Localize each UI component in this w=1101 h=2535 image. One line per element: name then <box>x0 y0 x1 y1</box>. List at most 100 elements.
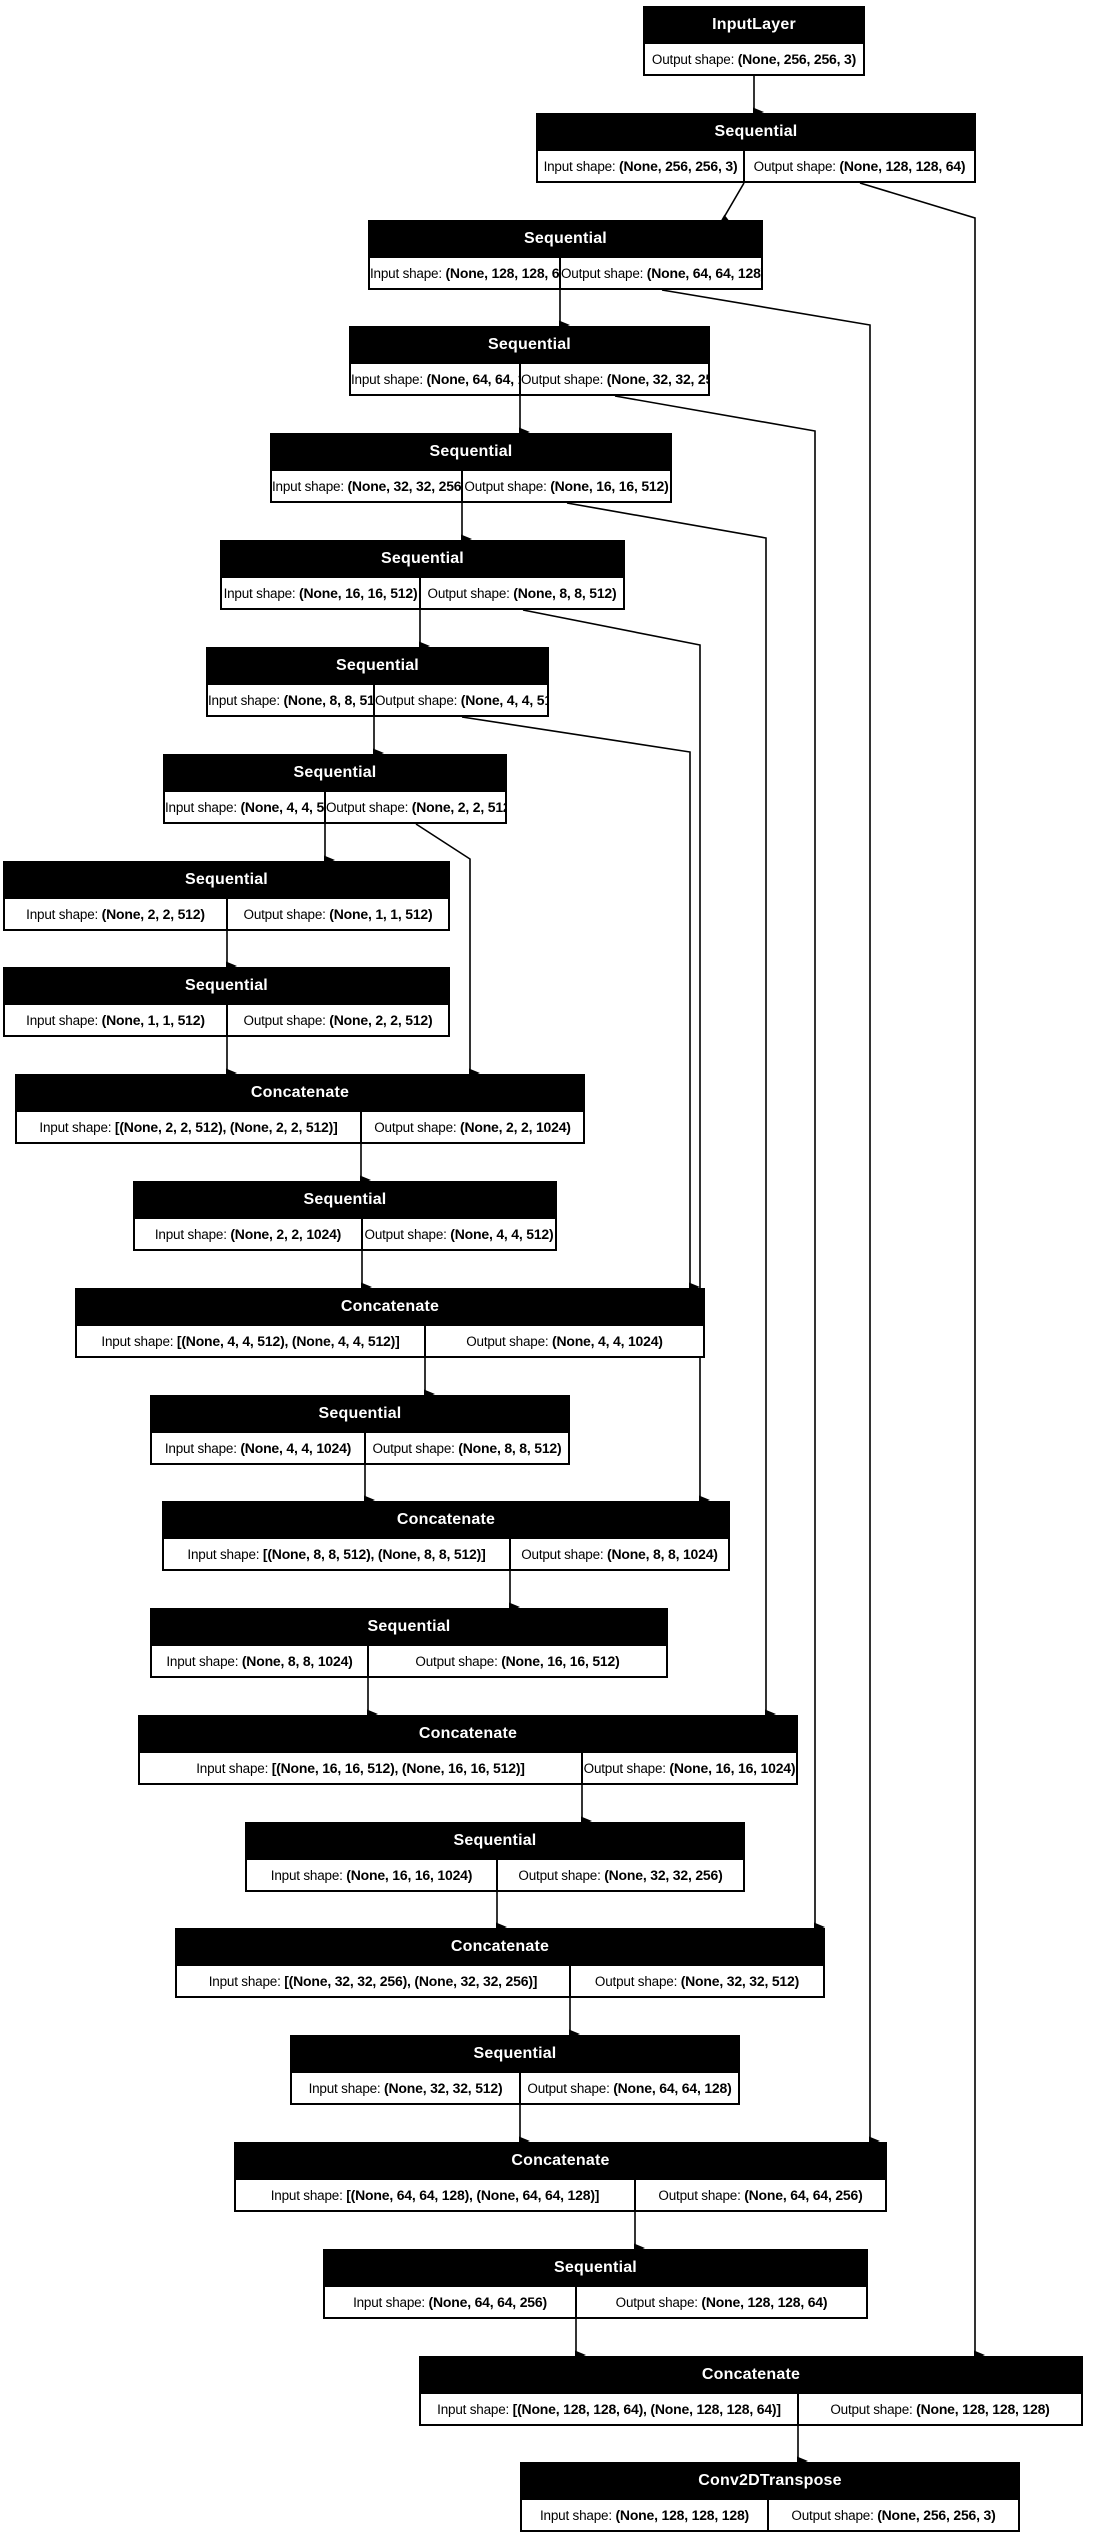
input-shape-box: Input shape: [(None, 2, 2, 512), (None, … <box>17 1112 360 1142</box>
node-title: Concatenate <box>418 1725 518 1742</box>
input-shape-label: Input shape: <box>196 1761 272 1776</box>
input-shape-value: (None, 32, 32, 256) <box>347 478 461 494</box>
input-shape-value: (None, 128, 128, 128) <box>615 2507 749 2523</box>
output-shape-label: Output shape: <box>518 1868 605 1883</box>
input-shape-value: [(None, 32, 32, 256), (None, 32, 32, 256… <box>284 1973 538 1989</box>
shape-row: Input shape: (None, 4, 4, 512)Output sha… <box>165 792 505 822</box>
output-shape-label: Output shape: <box>615 2295 702 2310</box>
input-shape-box: Input shape: (None, 32, 32, 512) <box>292 2073 519 2103</box>
input-shape-value: (None, 128, 128, 64) <box>445 265 559 281</box>
input-shape-box: Input shape: (None, 4, 4, 1024) <box>152 1433 364 1463</box>
input-shape-label: Input shape: <box>26 1013 102 1028</box>
input-shape-box: Input shape: (None, 16, 16, 512) <box>222 578 419 608</box>
input-shape-value: (None, 32, 32, 512) <box>384 2080 503 2096</box>
output-shape-value: (None, 8, 8, 512) <box>458 1440 562 1456</box>
input-shape-box: Input shape: (None, 64, 64, 256) <box>325 2287 575 2317</box>
skip-connection-arrow <box>859 182 985 2360</box>
output-shape-label: Output shape: <box>561 266 647 281</box>
shape-row: Input shape: (None, 256, 256, 3)Output s… <box>538 151 974 181</box>
output-shape-value: (None, 2, 2, 512) <box>411 799 505 815</box>
output-shape-box: Output shape: (None, 128, 128, 128) <box>799 2394 1081 2424</box>
shape-row: Input shape: (None, 8, 8, 512)Output sha… <box>208 685 547 715</box>
shape-row: Input shape: (None, 128, 128, 128) Output… <box>522 2500 1018 2530</box>
output-shape-value: (None, 16, 16, 512) <box>550 478 669 494</box>
output-shape-box: Output shape: (None, 4, 4, 512) <box>363 1219 555 1249</box>
input-shape-label: Input shape: <box>164 1441 241 1456</box>
input-shape-label: Input shape: <box>437 2402 513 2417</box>
node-title: Sequential <box>714 123 798 140</box>
node-title: Concatenate <box>450 1938 550 1955</box>
shape-row: Input shape: [(None, 64, 64, 128), (None… <box>236 2180 885 2210</box>
input-shape-value: (None, 2, 2, 512) <box>101 906 205 922</box>
node-title: InputLayer <box>712 16 796 33</box>
shape-row: Input shape: (None, 2, 2, 512) Output sha… <box>5 899 448 929</box>
output-shape-label: Output shape: <box>374 1120 460 1135</box>
node-title: Concatenate <box>396 1511 496 1528</box>
input-shape-value: (None, 1, 1, 512) <box>101 1012 205 1028</box>
input-shape-label: Input shape: <box>165 800 241 815</box>
output-shape-value: (None, 128, 128, 64) <box>701 2294 828 2310</box>
shape-row: Input shape: (None, 1, 1, 512) Output sha… <box>5 1005 448 1035</box>
output-shape-box: Output shape: (None, 2, 2, 512) <box>228 1005 448 1035</box>
output-shape-label: Output shape: <box>427 586 514 601</box>
shape-row: Input shape: (None, 128, 128, 64)Output … <box>370 258 761 288</box>
output-shape-value: (None, 4, 4, 512) <box>460 692 547 708</box>
node-title: Sequential <box>303 1191 387 1208</box>
input-shape-label: Input shape: <box>223 586 300 601</box>
output-shape-value: (None, 16, 16, 512) <box>501 1653 620 1669</box>
input-shape-box: Input shape: (None, 8, 8, 1024) <box>152 1646 367 1676</box>
node-title: Sequential <box>318 1405 402 1422</box>
node-title: Concatenate <box>250 1084 350 1101</box>
input-shape-box: Input shape: [(None, 16, 16, 512), (None… <box>140 1753 581 1783</box>
input-shape-value: (None, 4, 4, 1024) <box>240 1440 352 1456</box>
output-shape-value: (None, 64, 64, 128) <box>613 2080 732 2096</box>
output-shape-label: Output shape: <box>753 159 840 174</box>
input-shape-label: Input shape: <box>270 1868 347 1883</box>
input-shape-value: [(None, 16, 16, 512), (None, 16, 16, 512… <box>271 1760 525 1776</box>
output-shape-value: (None, 2, 2, 512) <box>329 1012 433 1028</box>
shape-row: Input shape: (None, 64, 64, 256) Output s… <box>325 2287 866 2317</box>
output-shape-value: (None, 1, 1, 512) <box>329 906 433 922</box>
output-shape-value: (None, 4, 4, 1024) <box>551 1333 663 1349</box>
shape-row: Input shape: [(None, 8, 8, 512), (None, … <box>164 1539 728 1569</box>
output-shape-value: (None, 8, 8, 512) <box>513 585 617 601</box>
input-shape-label: Input shape: <box>351 372 427 387</box>
output-shape-value: (None, 64, 64, 256) <box>744 2187 863 2203</box>
output-shape-box: Output shape: (None, 8, 8, 512) <box>421 578 623 608</box>
output-shape-label: Output shape: <box>791 2508 878 2523</box>
shape-row: Input shape: [(None, 4, 4, 512), (None, … <box>77 1326 703 1356</box>
input-shape-box: Input shape: (None, 16, 16, 1024) <box>247 1860 496 1890</box>
output-shape-box: Output shape: (None, 8, 8, 1024) <box>511 1539 728 1569</box>
input-shape-label: Input shape: <box>270 2188 347 2203</box>
input-shape-box: Input shape: (None, 32, 32, 256) <box>272 471 461 501</box>
output-shape-box: Output shape: (None, 4, 4, 1024) <box>426 1326 703 1356</box>
input-shape-box: Input shape: [(None, 32, 32, 256), (None… <box>177 1966 569 1996</box>
node-title: Sequential <box>367 1618 451 1635</box>
output-shape-box: Output shape: (None, 32, 32, 256) <box>498 1860 743 1890</box>
skip-connection-arrow <box>522 609 710 1505</box>
output-shape-label: Output shape: <box>243 907 330 922</box>
input-shape-value: [(None, 128, 128, 64), (None, 128, 128, … <box>512 2401 781 2417</box>
input-shape-box: Input shape: (None, 128, 128, 128) <box>522 2500 767 2530</box>
output-shape-value: (None, 16, 16, 1024) <box>669 1760 796 1776</box>
output-shape-box: Output shape: (None, 32, 32, 512) <box>571 1966 823 1996</box>
input-shape-box: Input shape: (None, 2, 2, 512) <box>5 899 226 929</box>
output-shape-label: Output shape: <box>521 372 607 387</box>
input-shape-box: Input shape: (None, 256, 256, 3) <box>538 151 743 181</box>
input-shape-box: Input shape: (None, 8, 8, 512) <box>208 685 373 715</box>
output-shape-value: (None, 2, 2, 1024) <box>459 1119 571 1135</box>
shape-row: Input shape: (None, 2, 2, 1024)Output sh… <box>135 1219 555 1249</box>
output-shape-box: Output shape: (None, 128, 128, 64) <box>745 151 974 181</box>
output-shape-value: (None, 128, 128, 128) <box>916 2401 1050 2417</box>
